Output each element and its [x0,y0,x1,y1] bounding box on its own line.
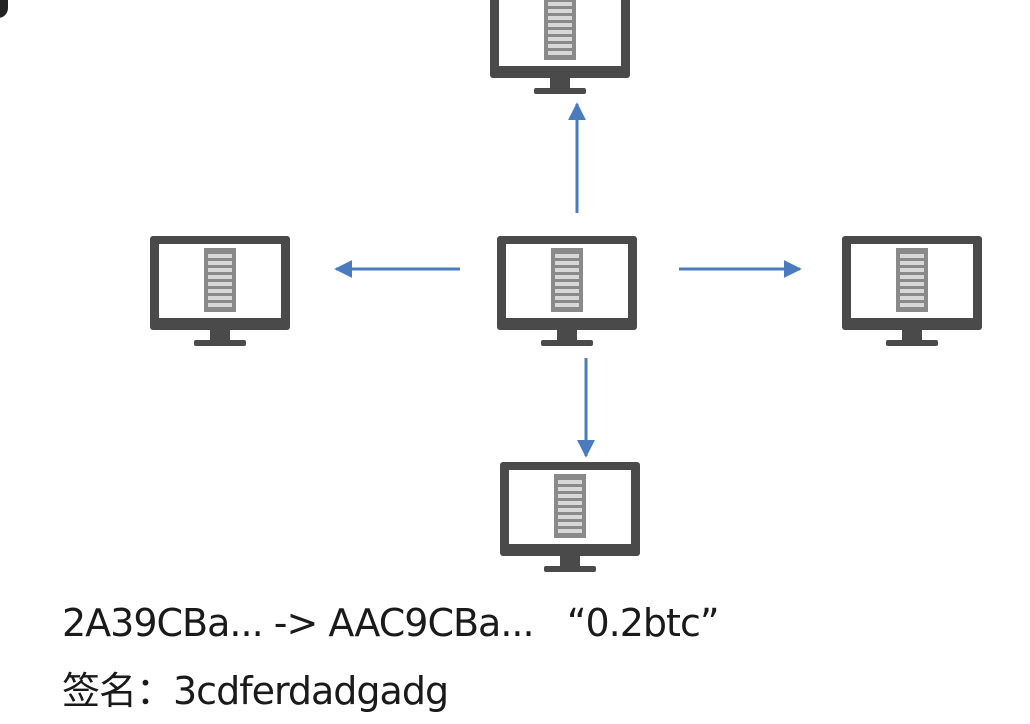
node-center-monitor-icon [497,236,637,346]
node-left-monitor-icon [150,236,290,346]
signature-text: 签名：3cdferdadgadg [62,669,449,713]
node-bottom-monitor-icon [500,462,640,572]
node-top-monitor-icon [490,0,630,94]
corner-mark [0,0,8,18]
transaction-text: 2A39CBa... -> AAC9CBa... “0.2btc” [62,601,720,645]
node-right-monitor-icon [842,236,982,346]
